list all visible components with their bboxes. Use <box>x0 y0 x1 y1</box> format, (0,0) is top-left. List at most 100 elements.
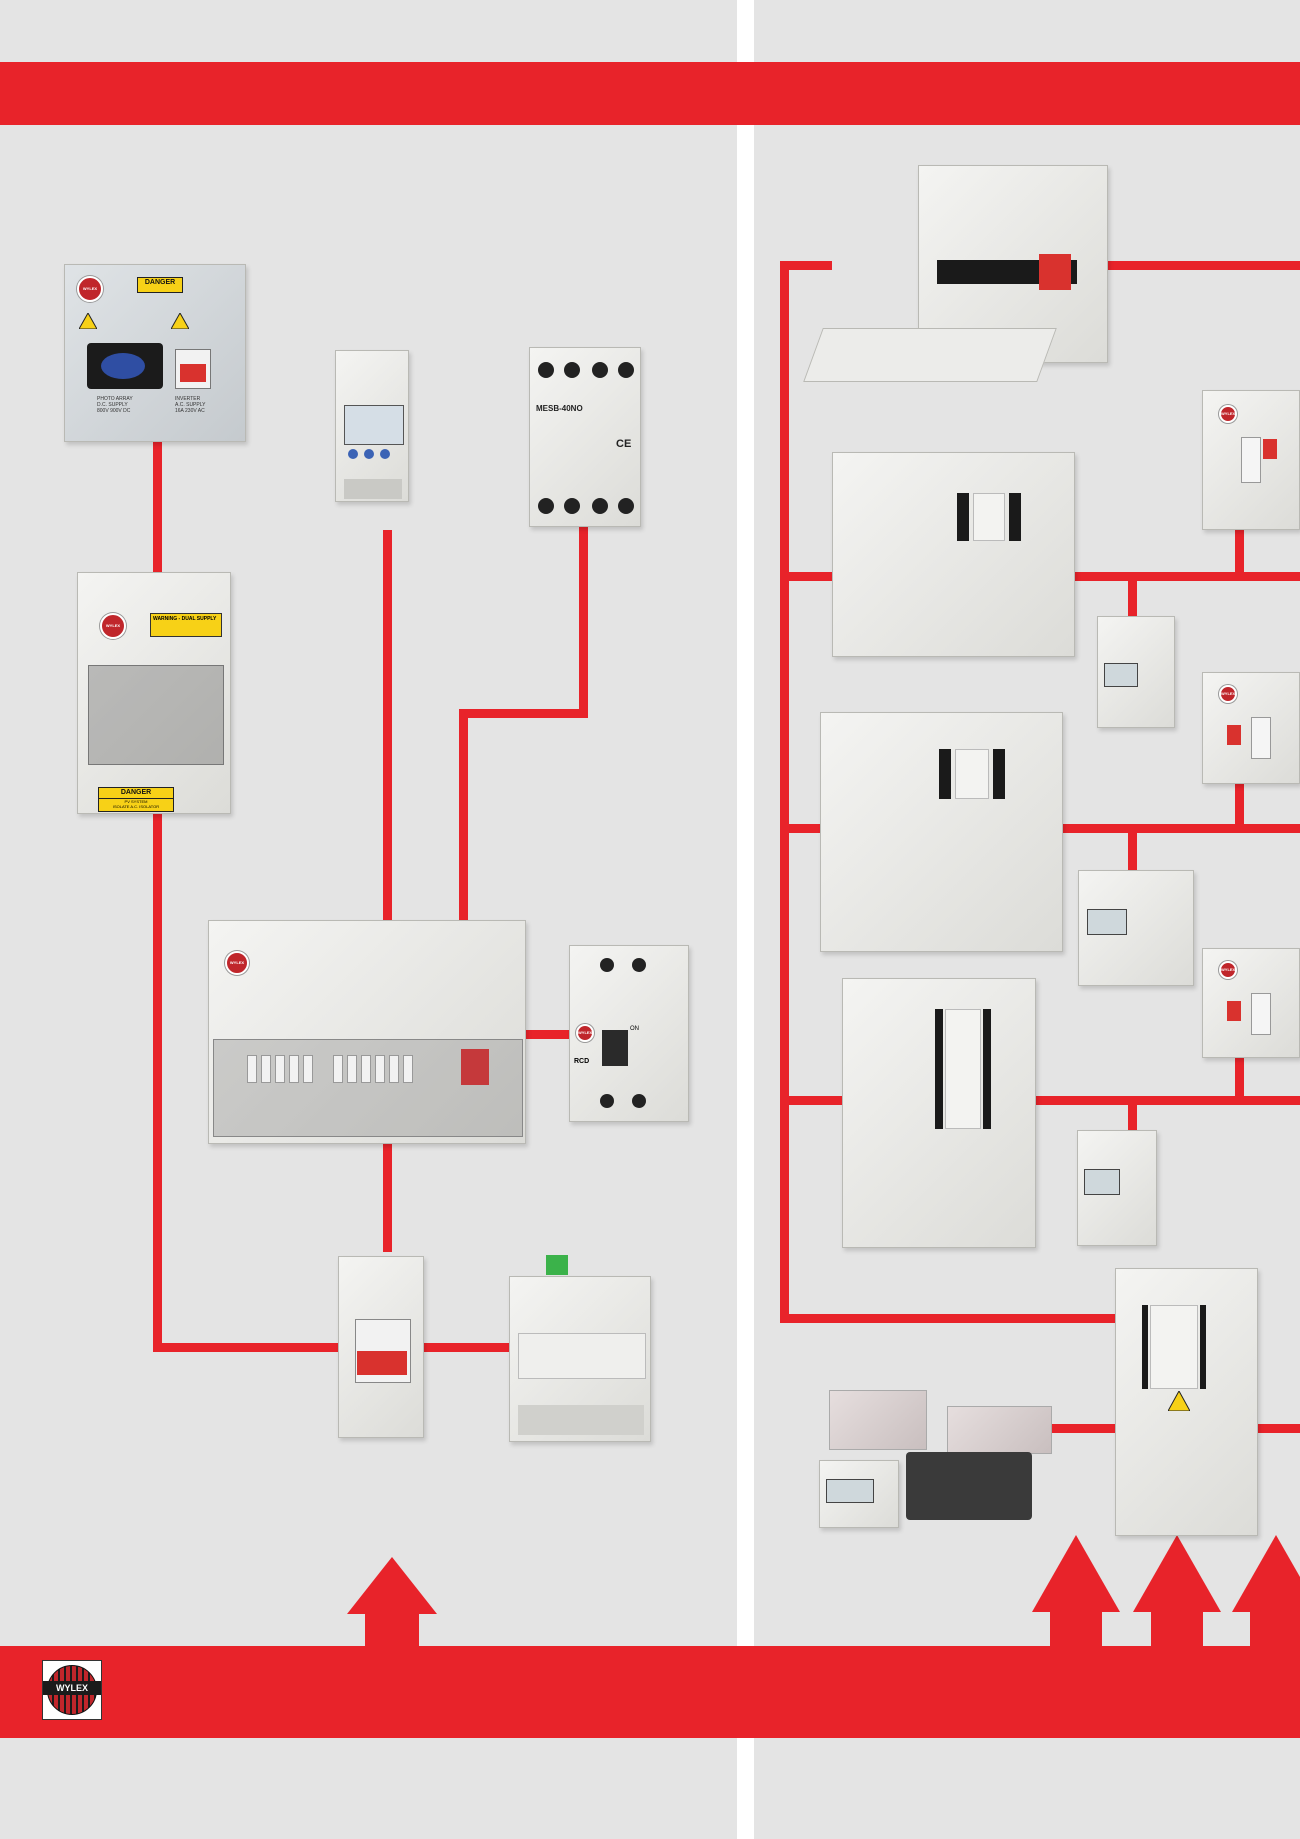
lcd-display <box>826 1479 874 1503</box>
mounting-bracket <box>947 1406 1052 1454</box>
contactor: MESB-40NO CE <box>529 347 641 527</box>
arrow-shaft-left <box>365 1612 419 1652</box>
footer-band <box>0 1646 1300 1738</box>
slot <box>983 1009 991 1129</box>
enclosure-lid <box>803 328 1057 382</box>
panelboard-3 <box>842 978 1036 1248</box>
warning-triangle-icon <box>171 313 189 329</box>
on-label: ON <box>630 1026 639 1032</box>
isolator-handle[interactable] <box>1241 437 1261 483</box>
wylex-logo: WYLEX <box>1219 961 1237 979</box>
terminal-block <box>344 479 402 499</box>
header-band <box>0 62 1300 125</box>
lcd-display <box>1084 1169 1120 1195</box>
wire-isolator-2 <box>1235 780 1244 832</box>
rcd-label: RCD <box>574 1058 590 1065</box>
button[interactable] <box>380 449 390 459</box>
wire-consumer-unit-to-switch <box>383 1140 392 1252</box>
lcd-display <box>344 405 404 445</box>
slot <box>957 493 969 541</box>
din-meter <box>819 1460 899 1528</box>
pv-isolator: WYLEX DANGER PHOTO ARRAY D.C. SUPPLY 800… <box>64 264 246 442</box>
current-transformer-block <box>906 1452 1032 1520</box>
slot <box>939 749 951 799</box>
wire-to-panelboard-1 <box>780 572 832 581</box>
transparent-cover[interactable] <box>88 665 224 765</box>
mcb[interactable] <box>261 1055 271 1083</box>
wire-contactor-horizontal <box>459 709 588 718</box>
wire-consumer-unit-to-rcd <box>525 1030 569 1039</box>
mcb[interactable] <box>389 1055 399 1083</box>
mcb[interactable] <box>375 1055 385 1083</box>
terminal <box>538 362 554 378</box>
isolator-toggle[interactable] <box>1227 1001 1241 1021</box>
rotary-handle[interactable] <box>101 353 145 379</box>
wire-right-main-vertical <box>780 261 789 1323</box>
energy-meter-1 <box>1097 616 1175 728</box>
button[interactable] <box>348 449 358 459</box>
isolator-handle[interactable] <box>1251 717 1271 759</box>
column-divider <box>737 0 754 1839</box>
lcd-display <box>1104 663 1138 687</box>
blank-plate <box>1150 1305 1198 1389</box>
arrow-shaft-right-2 <box>1151 1610 1203 1650</box>
blank-plate <box>973 493 1005 541</box>
wire-contactor-down <box>579 525 588 718</box>
isolator-switch-1: WYLEX <box>1202 390 1300 530</box>
isolator-switch-2: WYLEX <box>1202 672 1300 784</box>
rcd-toggle[interactable] <box>602 1030 628 1066</box>
slot <box>993 749 1005 799</box>
blank-plate <box>945 1009 981 1129</box>
surge-modules <box>518 1333 646 1379</box>
wire-isolator-3 <box>1235 1050 1244 1104</box>
mcb[interactable] <box>303 1055 313 1083</box>
wylex-logo: WYLEX <box>225 951 249 975</box>
arrow-up-icon <box>1133 1535 1221 1612</box>
ce-mark: CE <box>616 438 632 450</box>
wylex-logo: WYLEX <box>576 1024 594 1042</box>
panelboard-1 <box>832 452 1075 657</box>
terminal-block <box>518 1405 644 1435</box>
ac-enclosure: WYLEX WARNING - DUAL SUPPLY DANGER PV SY… <box>77 572 231 814</box>
main-switch[interactable] <box>1039 254 1071 290</box>
arrow-up-icon <box>347 1557 437 1614</box>
terminal <box>632 1094 646 1108</box>
wire-panelboard-2-right <box>1063 824 1300 833</box>
arrow-shaft-right-3 <box>1250 1610 1300 1650</box>
isolator-handle[interactable] <box>1251 993 1271 1035</box>
mcb[interactable] <box>289 1055 299 1083</box>
mcb[interactable] <box>247 1055 257 1083</box>
button[interactable] <box>364 449 374 459</box>
isolator-toggle[interactable] <box>180 364 206 382</box>
wire-isolator-1 <box>1235 530 1244 580</box>
terminal <box>600 958 614 972</box>
wire-to-switch-disconnector <box>153 1343 338 1352</box>
wylex-footer-logo: WYLEX <box>42 1660 102 1720</box>
wylex-logo: WYLEX <box>1219 405 1237 423</box>
switch-disconnector <box>338 1256 424 1438</box>
pv-label-left: PHOTO ARRAY D.C. SUPPLY 800V 900V DC <box>97 396 133 414</box>
mcb[interactable] <box>275 1055 285 1083</box>
mcb[interactable] <box>333 1055 343 1083</box>
terminal <box>592 362 608 378</box>
rcd: WYLEX ON RCD <box>569 945 689 1122</box>
remote-contact-terminal <box>546 1255 568 1275</box>
slot <box>1009 493 1021 541</box>
main-switch[interactable] <box>461 1049 489 1085</box>
arrow-up-icon <box>1232 1535 1300 1612</box>
terminal <box>592 498 608 514</box>
isolator-toggle[interactable] <box>1227 725 1241 745</box>
wire-contactor-to-consumer-unit <box>459 709 468 925</box>
mcb[interactable] <box>403 1055 413 1083</box>
isolator-toggle[interactable] <box>1263 439 1277 459</box>
mcb[interactable] <box>361 1055 371 1083</box>
panelboard-2 <box>820 712 1063 952</box>
wylex-logo: WYLEX <box>1219 685 1237 703</box>
ac-isolator <box>175 349 211 389</box>
logo-text: WYLEX <box>43 1681 101 1695</box>
arrow-up-icon <box>1032 1535 1120 1612</box>
wire-pv-to-ac-enclosure <box>153 377 162 572</box>
isolator-toggle[interactable] <box>357 1351 407 1375</box>
mcb[interactable] <box>347 1055 357 1083</box>
wire-board-right <box>1258 1424 1300 1433</box>
